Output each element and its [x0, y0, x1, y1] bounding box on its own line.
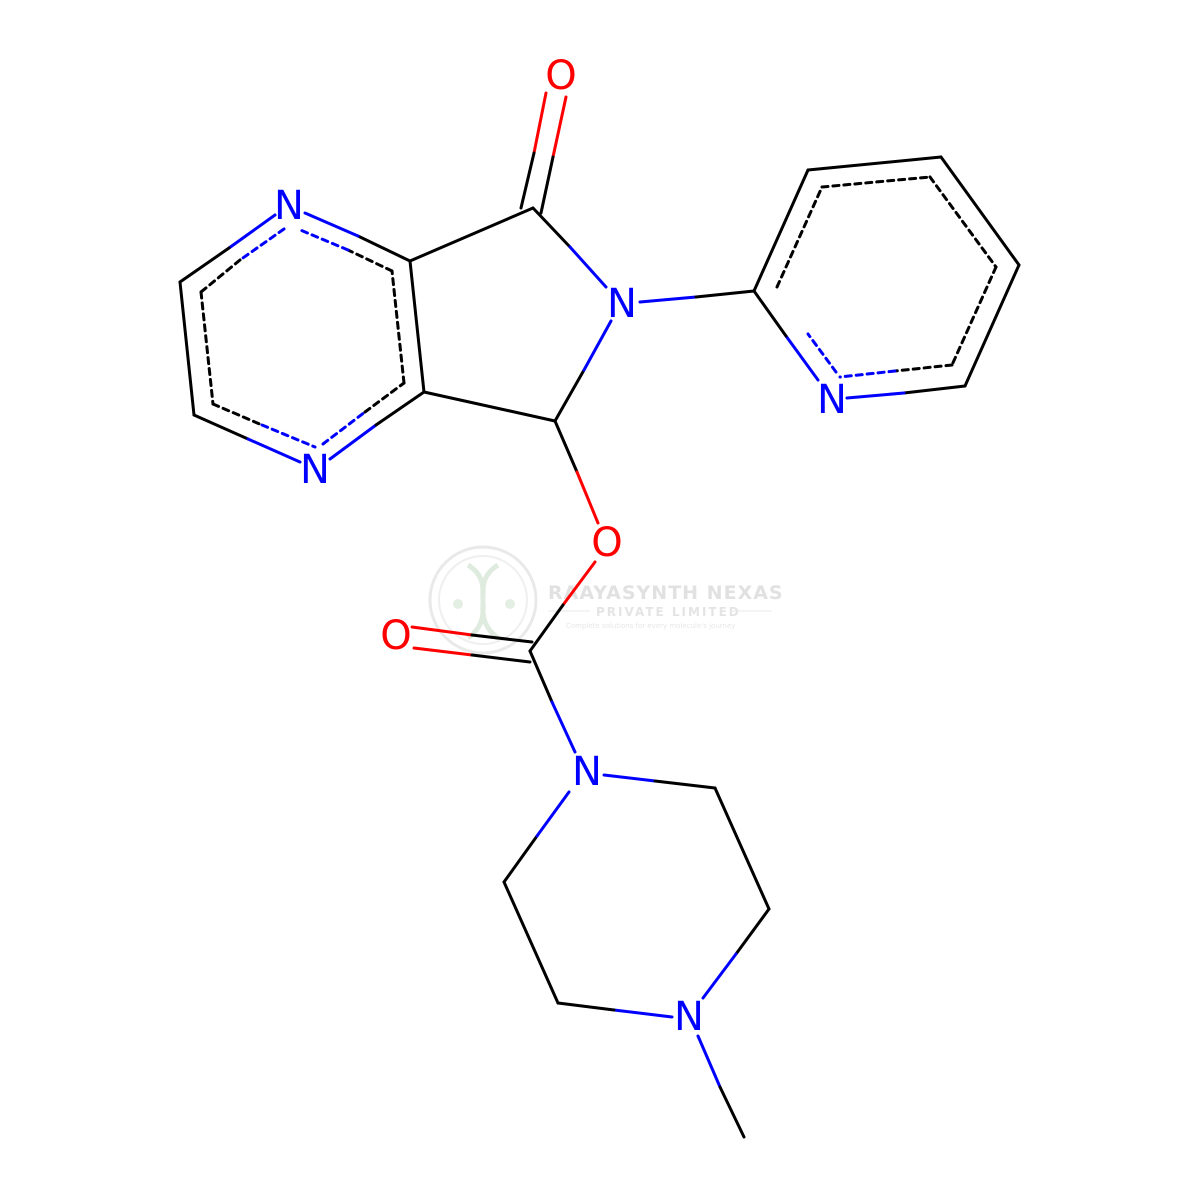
bond	[502, 880, 560, 1005]
bond	[408, 259, 426, 394]
bond-aromatic	[260, 423, 317, 449]
bonds	[178, 91, 1021, 1139]
bond	[694, 289, 756, 299]
bond-aromatic	[928, 175, 998, 269]
bond	[939, 155, 1021, 267]
bond	[303, 211, 360, 238]
bond	[653, 779, 717, 790]
bond-aromatic	[346, 248, 394, 273]
atom-nitrogen-lactam: N	[607, 281, 637, 327]
bond	[845, 391, 906, 400]
bond	[582, 319, 613, 372]
bond-aromatic	[893, 363, 954, 373]
bond	[550, 700, 577, 754]
bond-ketone-double	[551, 95, 568, 159]
bond	[246, 437, 302, 464]
watermark-company: RAAYASYNTH NEXAS	[548, 582, 784, 604]
bond	[553, 419, 579, 474]
bond-aromatic	[838, 369, 897, 379]
bond	[602, 773, 657, 783]
bond	[328, 423, 378, 461]
watermark-tagline: Complete solutions for every molecule's …	[566, 622, 735, 630]
watermark-hexagon-icon	[505, 599, 515, 609]
bond	[806, 155, 943, 172]
bond	[553, 368, 586, 423]
bond-ketone-double	[532, 91, 548, 155]
bond-carbonyl-double	[470, 633, 534, 644]
bond-aromatic	[806, 332, 838, 374]
bond	[502, 834, 539, 884]
bond	[902, 384, 967, 395]
bond-aromatic	[820, 175, 932, 189]
atom-nitrogen-pyrazine-bottom: N	[300, 447, 330, 493]
bond	[575, 470, 600, 525]
bond-carbonyl-double	[412, 646, 474, 657]
bond	[178, 280, 196, 417]
bond	[734, 907, 771, 956]
bond	[752, 289, 788, 338]
bond	[227, 213, 277, 250]
bond-aromatic	[238, 227, 286, 262]
bond-aromatic	[199, 258, 242, 294]
watermark-hexagon-icon	[453, 599, 463, 609]
bond-aromatic	[296, 227, 350, 252]
bond-aromatic	[211, 402, 264, 427]
atom-oxygen-ester: O	[591, 520, 622, 566]
atom-nitrogen-piperazine-4: N	[674, 994, 704, 1040]
bond	[528, 603, 565, 653]
bond-aromatic	[321, 410, 367, 446]
bond	[963, 263, 1021, 388]
bond	[784, 334, 820, 382]
bond	[568, 245, 608, 289]
bond	[701, 952, 738, 1000]
bond-ketone-double	[539, 155, 555, 215]
bond	[561, 560, 597, 607]
bond-aromatic	[390, 269, 406, 385]
watermark-logo-outer-ring	[428, 545, 538, 655]
atom-labels: O N N N N O O N N	[274, 53, 847, 1040]
bond	[556, 1001, 616, 1012]
bond	[696, 1034, 722, 1089]
atom-oxygen-carbonyl: O	[380, 613, 411, 659]
atom-nitrogen-pyrazine-top: N	[274, 183, 304, 229]
bond	[638, 295, 698, 304]
bond	[408, 206, 535, 263]
bond	[528, 649, 554, 704]
bond-aromatic	[775, 185, 824, 289]
bond-carbonyl-double	[470, 653, 532, 664]
bond	[374, 390, 426, 427]
bond	[178, 246, 231, 284]
bond	[612, 1008, 674, 1019]
bond-aromatic	[363, 381, 406, 414]
bond	[718, 1085, 746, 1139]
watermark-logo-inner-ring	[438, 555, 528, 645]
bond	[752, 168, 810, 293]
watermark: RAAYASYNTH NEXAS PRIVATE LIMITED Complet…	[428, 545, 784, 655]
atom-nitrogen-pyridine: N	[817, 377, 847, 423]
watermark-subtitle: PRIVATE LIMITED	[596, 605, 741, 619]
bond	[422, 390, 557, 423]
atom-oxygen-ketone: O	[545, 53, 576, 99]
bond	[192, 413, 250, 441]
bond-aromatic	[199, 290, 215, 406]
bond	[713, 786, 771, 911]
bond-carbonyl-double	[410, 625, 474, 637]
bond	[356, 234, 412, 263]
bond-aromatic	[950, 265, 998, 367]
bond	[535, 790, 571, 838]
dna-helix-icon	[466, 562, 500, 641]
bond	[531, 206, 572, 249]
bond-ketone-double	[519, 151, 536, 210]
atom-nitrogen-piperazine-1: N	[572, 749, 602, 795]
